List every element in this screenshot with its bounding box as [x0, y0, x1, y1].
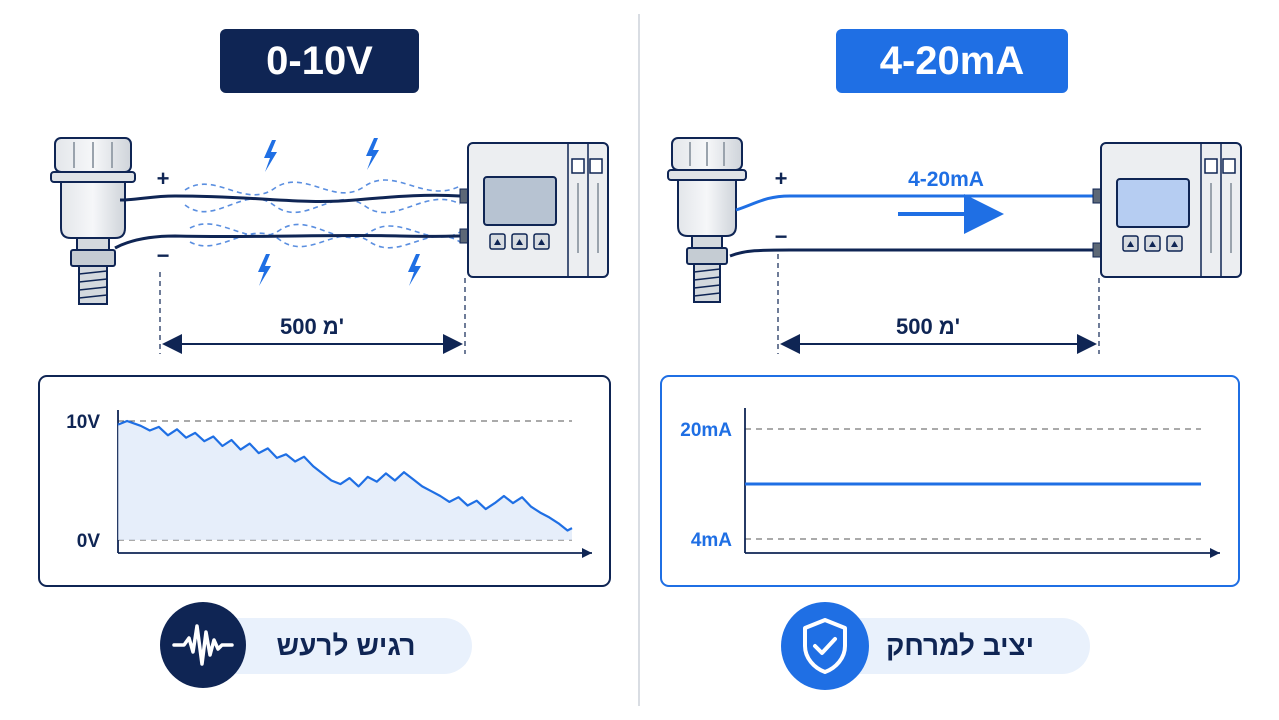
chart-panel-right — [660, 375, 1240, 587]
plus-terminal-left: + — [157, 166, 170, 191]
minus-terminal-left: − — [157, 243, 170, 268]
title-0-10v: 0-10V — [220, 29, 419, 93]
y-tick-label-bottom: 4mA — [691, 530, 732, 551]
series-line — [117, 419, 573, 532]
shield-check-icon — [781, 602, 869, 690]
series-area — [118, 421, 572, 540]
distance-dimension-right — [777, 254, 1100, 354]
x-axis-arrow-icon — [582, 548, 592, 558]
current-chart: 20mA 4mA — [680, 408, 1220, 558]
noise-wave-icon — [160, 602, 246, 688]
controller-right — [1092, 142, 1242, 278]
noise-waves-left — [184, 179, 461, 249]
negative-wire-left — [114, 233, 461, 250]
negative-wire-right — [729, 248, 1094, 258]
title-4-20ma: 4-20mA — [836, 29, 1068, 93]
positive-wire-left — [119, 193, 461, 204]
x-axis-arrow-icon — [1210, 548, 1220, 558]
plus-terminal-right: + — [775, 166, 788, 191]
controller-left — [459, 142, 609, 278]
lightning-icon — [258, 138, 421, 286]
distance-label-left: 500 מ' — [279, 314, 345, 339]
pressure-sensor-left — [50, 137, 136, 305]
voltage-chart: 10V 0V — [66, 410, 592, 558]
center-divider — [638, 14, 640, 706]
minus-terminal-right: − — [775, 224, 788, 249]
y-tick-label-bottom: 0V — [77, 531, 101, 552]
y-tick-label-top: 10V — [66, 412, 100, 433]
distance-dimension-left — [159, 272, 466, 354]
current-signal-label: 4-20mA — [908, 168, 984, 191]
pressure-sensor-right — [667, 137, 747, 303]
y-tick-label-top: 20mA — [680, 420, 732, 441]
positive-wire-right — [735, 194, 1094, 212]
distance-label-right: 500 מ' — [895, 314, 961, 339]
